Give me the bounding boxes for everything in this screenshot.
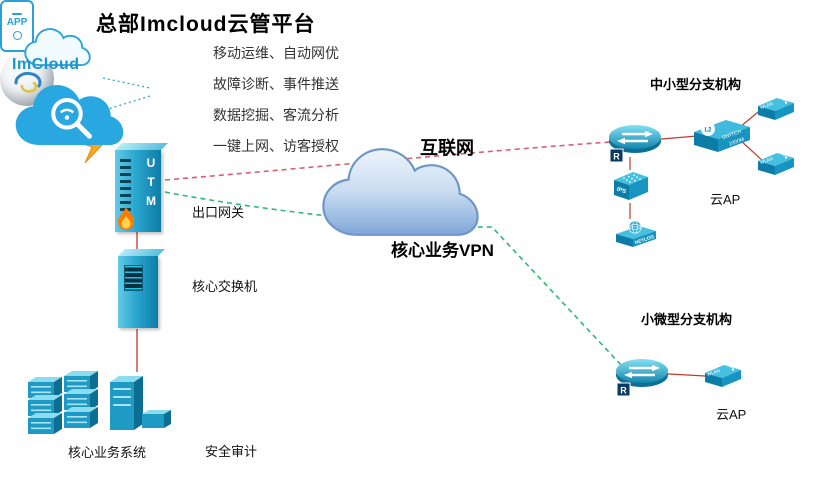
wifi-dot-icon bbox=[784, 156, 788, 159]
l2-label: L2 bbox=[704, 128, 712, 134]
vpn-label: 核心业务VPN bbox=[391, 241, 494, 260]
branch-small-title: 小微型分支机构 bbox=[641, 312, 733, 327]
switch-screen bbox=[124, 265, 143, 291]
phone-speaker bbox=[12, 12, 22, 15]
feature-item: 故障诊断、事件推送 bbox=[213, 76, 339, 92]
switch-text-2: 1000M bbox=[728, 137, 745, 148]
server-small-box bbox=[142, 410, 171, 428]
core-switch-caption: 核心交换机 bbox=[192, 279, 258, 294]
wifi-dot-icon bbox=[784, 101, 788, 104]
app-label: APP bbox=[6, 16, 28, 28]
wlan-label: WLAN bbox=[706, 368, 720, 377]
router-badge-letter: R bbox=[613, 152, 620, 162]
utm-caption: 出口网关 bbox=[192, 205, 245, 220]
feature-list: 移动运维、自动网优 故障诊断、事件推送 数据挖掘、客流分析 一键上网、访客授权 bbox=[213, 46, 339, 170]
imcloud-brand-text: ImCloud bbox=[12, 56, 80, 73]
router-icon-medium: R bbox=[609, 125, 661, 163]
audit-caption: 安全审计 bbox=[205, 444, 258, 459]
ips-label: IPS bbox=[616, 187, 627, 196]
internet-cloud bbox=[322, 148, 479, 236]
router-badge bbox=[616, 382, 631, 397]
router-badge bbox=[609, 148, 624, 163]
l2-switch-icon: L2 SWITCH 1000M bbox=[694, 120, 750, 152]
wlan-ap-icon-2: WLAN bbox=[758, 151, 794, 175]
branch-medium-title: 中小型分支机构 bbox=[650, 77, 742, 92]
router-badge-letter: R bbox=[620, 386, 627, 396]
utm-vents bbox=[120, 159, 131, 211]
fire-icon bbox=[118, 207, 134, 230]
wlan-label: WLAN bbox=[759, 101, 773, 110]
feature-item: 移动运维、自动网优 bbox=[213, 45, 339, 61]
imcloud-big-cloud-icon bbox=[15, 85, 124, 145]
server-stack bbox=[28, 371, 171, 434]
utm-gateway-device: UTM bbox=[115, 150, 161, 232]
cloud-ap-caption-medium: 云AP bbox=[710, 192, 741, 207]
servers-caption: 核心业务系统 bbox=[68, 445, 147, 460]
wlan-ap-icon-3: WLAN bbox=[705, 363, 741, 387]
wifi-dot-icon bbox=[731, 368, 735, 371]
page-title: 总部Imcloud云管平台 bbox=[96, 13, 316, 36]
wlan-ap-icon-1: WLAN bbox=[758, 96, 794, 120]
core-switch-device bbox=[118, 256, 158, 328]
cloud-ap-caption-small: 云AP bbox=[716, 407, 747, 422]
wlan-label: WLAN bbox=[759, 156, 773, 165]
audit-swirl-icon bbox=[14, 71, 42, 93]
phone-home-button bbox=[12, 30, 22, 40]
magnifier-icon bbox=[51, 98, 83, 130]
server-tower bbox=[110, 376, 143, 430]
internet-label: 互联网 bbox=[420, 138, 474, 158]
wifi-arc-icon bbox=[59, 108, 75, 114]
imcloud-small-cloud-icon bbox=[24, 28, 91, 66]
cloud-app-dotted-link-1 bbox=[102, 77, 151, 89]
netlog-device-icon: NETLOG bbox=[616, 220, 656, 247]
feature-item: 数据挖掘、客流分析 bbox=[213, 107, 339, 123]
app-icon: APP bbox=[0, 0, 34, 52]
feature-item: 一键上网、访客授权 bbox=[213, 138, 339, 154]
router-icon-small: R bbox=[616, 359, 668, 397]
utm-label: UTM bbox=[144, 156, 158, 213]
switch-ap2-link bbox=[739, 139, 764, 162]
ips-device-icon: IPS bbox=[614, 172, 648, 200]
